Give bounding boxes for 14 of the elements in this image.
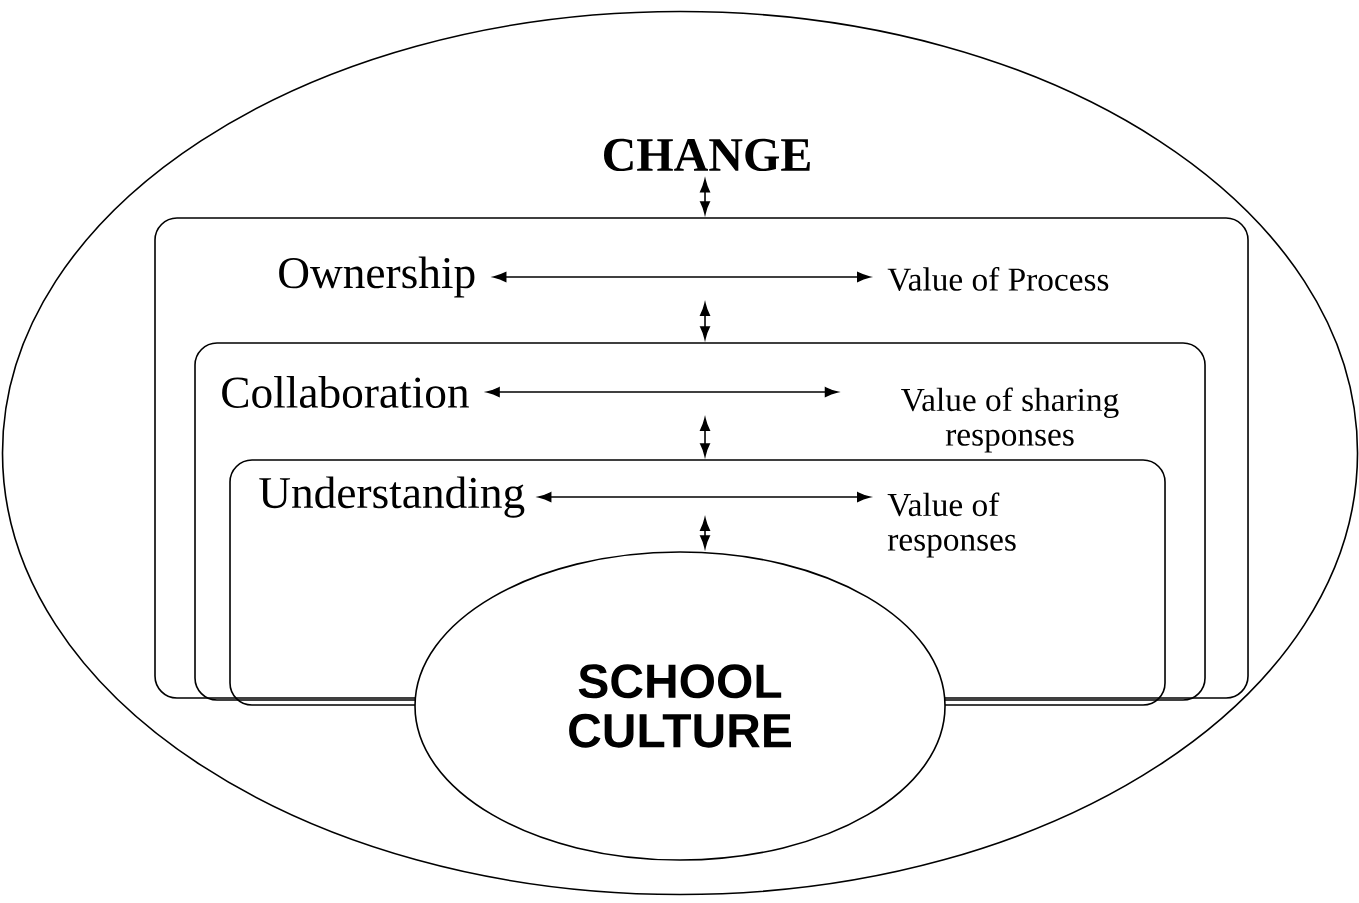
level-label: Understanding [259, 476, 525, 518]
double-arrow [486, 387, 838, 397]
double-arrow [700, 517, 710, 549]
double-arrow [538, 492, 871, 502]
double-arrow [700, 417, 710, 457]
double-arrow [493, 272, 871, 282]
outer-ellipse [1, 10, 1359, 896]
level-label: Ownership [279, 256, 475, 298]
level-label: Collaboration [222, 376, 469, 408]
double-arrow [700, 179, 710, 215]
double-arrow [700, 302, 710, 340]
value-label: Value of sharing responses [901, 387, 1119, 453]
heading: CHANGE [604, 138, 810, 172]
value-label: Value of Process [887, 267, 1109, 291]
